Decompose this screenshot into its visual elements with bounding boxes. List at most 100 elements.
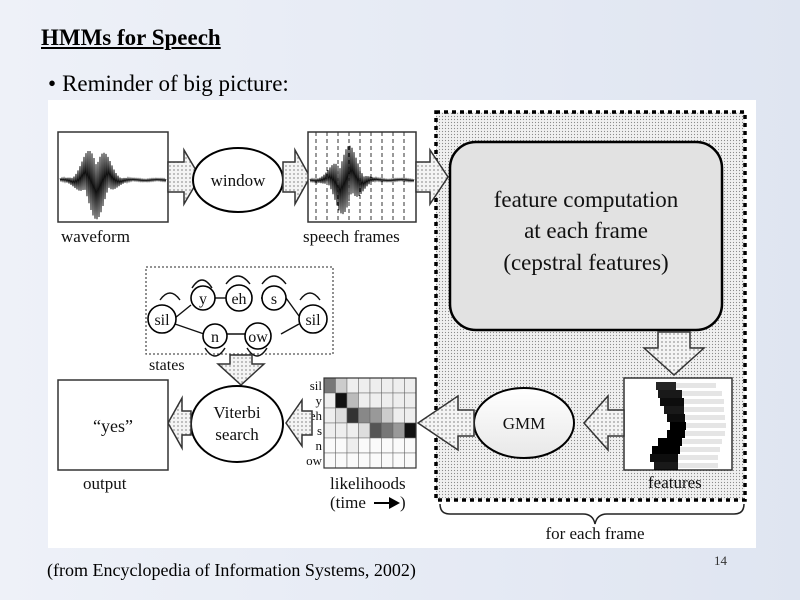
states-box (145, 266, 334, 355)
speech-frames-box (307, 131, 417, 223)
feature-box-line3: (cepstral features) (503, 250, 668, 275)
likelihood-cell (358, 407, 371, 424)
likelihood-cell (323, 437, 336, 454)
spectrogram-shade (682, 439, 722, 444)
window-label: window (211, 171, 267, 190)
likelihood-cell (392, 392, 405, 409)
likelihood-row-label: ow (306, 453, 323, 468)
likelihood-cell (392, 422, 405, 439)
likelihood-cell (392, 452, 405, 469)
svg-text:sil: sil (305, 312, 321, 329)
likelihood-cell (346, 392, 359, 409)
svg-text:ow: ow (248, 329, 268, 346)
spectrogram-shade (678, 463, 718, 468)
likelihood-cell (358, 422, 371, 439)
likelihood-cell (323, 377, 336, 394)
likelihood-cell (381, 437, 394, 454)
spectrogram-patch (650, 454, 678, 462)
arrow-states-to-viterbi (216, 354, 266, 387)
hmm-state-n: n (202, 323, 228, 349)
spectrogram-shade (682, 391, 722, 396)
likelihood-cell (323, 407, 336, 424)
likelihood-cell (404, 392, 417, 409)
hmm-state-s: s (261, 285, 287, 311)
time-label-close: ) (400, 493, 406, 512)
states-label: states (149, 357, 185, 374)
for-each-frame-brace (439, 503, 745, 525)
viterbi-label-line2: search (215, 425, 259, 444)
hmm-state-sil-start: sil (147, 304, 177, 334)
gmm-label: GMM (503, 414, 546, 433)
likelihood-row-label: eh (310, 408, 323, 423)
likelihood-cell (404, 422, 417, 439)
feature-spectrogram (650, 382, 726, 470)
output-label: output (83, 474, 127, 493)
likelihood-cell (346, 452, 359, 469)
feature-computation-box (448, 140, 724, 332)
likelihood-cell (323, 452, 336, 469)
waveform-signal (59, 150, 167, 220)
arrow-window-to-frames (282, 147, 311, 207)
time-label: (time (330, 493, 366, 512)
likelihood-cell (404, 407, 417, 424)
spectrogram-shade (686, 423, 726, 428)
spectrogram-patch (658, 390, 682, 398)
likelihood-cell (335, 437, 348, 454)
likelihood-cell (369, 377, 382, 394)
likelihood-cell (323, 392, 336, 409)
svg-text:n: n (211, 329, 219, 346)
likelihood-cell (381, 407, 394, 424)
arrow-likelihoods-to-viterbi (285, 397, 313, 449)
for-each-frame-label: for each frame (545, 524, 644, 543)
bullet-text: Reminder of big picture: (62, 71, 289, 96)
likelihood-cell (404, 437, 417, 454)
likelihood-cell (381, 392, 394, 409)
svg-text:eh: eh (231, 291, 246, 308)
feature-box-line2: at each frame (524, 218, 648, 243)
spectrogram-shade (684, 399, 724, 404)
likelihood-cell (358, 392, 371, 409)
likelihood-cell (404, 452, 417, 469)
speech-pipeline-diagram: waveform window speech frames feature co… (57, 110, 747, 543)
likelihoods-label: likelihoods (330, 474, 406, 493)
arrow-viterbi-to-output (167, 395, 192, 451)
spectrogram-patch (670, 422, 686, 430)
spectrogram-patch (654, 462, 678, 470)
likelihood-cell (392, 407, 405, 424)
likelihood-row-label: n (316, 438, 323, 453)
output-box (57, 379, 169, 471)
feature-box-line1: feature computation (494, 187, 679, 212)
spectrogram-shade (680, 447, 720, 452)
arrow-waveform-to-window (167, 147, 201, 207)
spectrogram-patch (652, 446, 680, 454)
likelihood-cell (346, 422, 359, 439)
hmm-state-ow: ow (244, 322, 272, 350)
arrow-features-down (642, 331, 706, 377)
likelihood-cell (392, 437, 405, 454)
svg-text:sil: sil (154, 312, 170, 329)
hmm-state-eh: eh (225, 284, 253, 312)
spectrogram-shade (684, 407, 724, 412)
likelihood-cell (358, 377, 371, 394)
speech-frames-label: speech frames (303, 227, 400, 246)
svg-text:s: s (271, 291, 277, 308)
arrow-gmm-to-likelihoods (416, 394, 475, 452)
viterbi-node (190, 385, 284, 463)
diagram-panel: waveform window speech frames feature co… (48, 100, 756, 548)
likelihood-cell (335, 422, 348, 439)
likelihood-cell (358, 452, 371, 469)
likelihood-cell (369, 437, 382, 454)
page-number: 14 (714, 553, 727, 568)
features-label: features (648, 473, 702, 492)
spectrogram-patch (664, 406, 684, 414)
slide-title: HMMs for Speech (41, 25, 221, 50)
framed-signal (309, 145, 415, 215)
likelihood-cell (346, 407, 359, 424)
likelihood-cell (392, 377, 405, 394)
spectrogram-patch (656, 382, 676, 390)
arrow-frames-to-features (415, 147, 449, 207)
likelihood-cell (381, 377, 394, 394)
likelihood-cell (369, 392, 382, 409)
likelihood-cell (381, 422, 394, 439)
